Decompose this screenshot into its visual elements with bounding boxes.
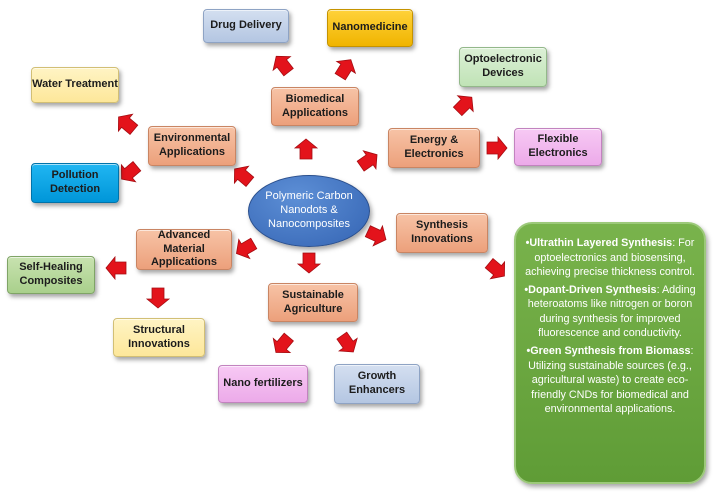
advanced-line-2: Applications	[150, 256, 217, 269]
detail-title-ultrathin: •Ultrathin Layered Synthesis	[525, 237, 673, 249]
self-healing-line-1: Self-Healing	[19, 261, 83, 274]
arrow-to-drug-delivery	[267, 49, 298, 80]
self-healing-line-2: Composites	[19, 275, 83, 287]
optoelectronic-line-2: Devices	[482, 67, 524, 79]
growth-line-2: Enhancers	[348, 384, 406, 396]
detail-item-green: •Green Synthesis from Biomass: Utilizing…	[524, 344, 696, 417]
center-line-2: Nanodots &	[280, 204, 338, 217]
nanomedicine-label: Nanomedicine	[332, 21, 408, 34]
energy-line-2: Electronics	[404, 148, 464, 160]
arrow-center-to-sustainable	[297, 252, 321, 274]
water-treatment-label: Water Treatment	[32, 78, 118, 91]
node-water-treatment: Water Treatment	[31, 67, 119, 103]
structural-line-1: Structural	[133, 323, 185, 336]
arrow-center-to-advanced	[230, 233, 260, 264]
growth-line-1: Growth	[357, 370, 397, 383]
arrow-to-structural	[146, 287, 170, 309]
sustainable-line-2: Agriculture	[283, 302, 343, 315]
arrow-to-optoelectronic	[449, 89, 480, 120]
center-topic: Polymeric Carbon Nanodots & Nanocomposit…	[248, 175, 370, 247]
node-nano-fertilizers: Nano fertilizers	[218, 365, 308, 403]
center-line-1: Polymeric Carbon	[265, 190, 353, 203]
nano-fertilizers-label: Nano fertilizers	[223, 377, 303, 390]
environmental-line-1: Environmental	[153, 132, 231, 145]
energy-line-1: Energy &	[409, 134, 459, 147]
sustainable-line-1: Sustainable	[282, 288, 344, 301]
arrow-center-to-biomedical	[294, 138, 318, 160]
center-line-3: Nanocomposites	[268, 217, 350, 230]
biomedical-line-1: Biomedical	[285, 92, 345, 105]
arrow-to-flexible	[486, 136, 508, 160]
arrow-center-to-energy	[353, 145, 384, 176]
biomedical-line-2: Applications	[281, 106, 348, 119]
drug-delivery-label: Drug Delivery	[210, 19, 282, 32]
detail-title-green: •Green Synthesis from Biomass	[526, 344, 691, 357]
arrow-to-self-healing	[105, 256, 127, 280]
arrow-to-nano-fertilizers	[267, 329, 298, 360]
node-nanomedicine: Nanomedicine	[327, 9, 413, 47]
node-drug-delivery: Drug Delivery	[203, 9, 289, 43]
synthesis-line-1: Synthesis	[416, 219, 468, 232]
detail-text-ultrathin: : For optoelectronics and biosensing, ac…	[525, 237, 695, 279]
pollution-line-1: Pollution	[51, 169, 99, 182]
arrow-synthesis-to-panel	[481, 254, 512, 285]
arrow-to-water-treatment	[111, 108, 142, 139]
environmental-line-2: Applications	[158, 146, 225, 158]
pollution-line-2: Detection	[49, 183, 101, 195]
detail-item-dopant: •Dopant-Driven Synthesis: Adding heteroa…	[524, 283, 696, 341]
optoelectronic-line-1: Optoelectronic	[464, 53, 542, 66]
detail-title-dopant: •Dopant-Driven Synthesis	[524, 283, 657, 296]
arrow-to-nanomedicine	[330, 53, 361, 83]
node-energy-electronics: Energy &Electronics	[388, 128, 480, 168]
arrow-to-growth-enhancers	[332, 328, 363, 359]
synthesis-details-panel: •Ultrathin Layered Synthesis: For optoel…	[514, 222, 706, 484]
flexible-line-2: Electronics	[528, 147, 588, 159]
synthesis-line-2: Innovations	[411, 233, 473, 245]
advanced-line-1: Advanced Material	[157, 228, 211, 255]
arrow-center-to-synthesis	[362, 220, 392, 251]
structural-line-2: Innovations	[128, 337, 190, 350]
detail-item-ultrathin: •Ultrathin Layered Synthesis: For optoel…	[524, 236, 696, 280]
detail-text-green: : Utilizing sustainable sources (e.g., a…	[528, 344, 694, 416]
flexible-line-1: Flexible	[537, 133, 579, 146]
detail-text-dopant: : Adding heteroatoms like nitrogen or bo…	[527, 283, 696, 340]
